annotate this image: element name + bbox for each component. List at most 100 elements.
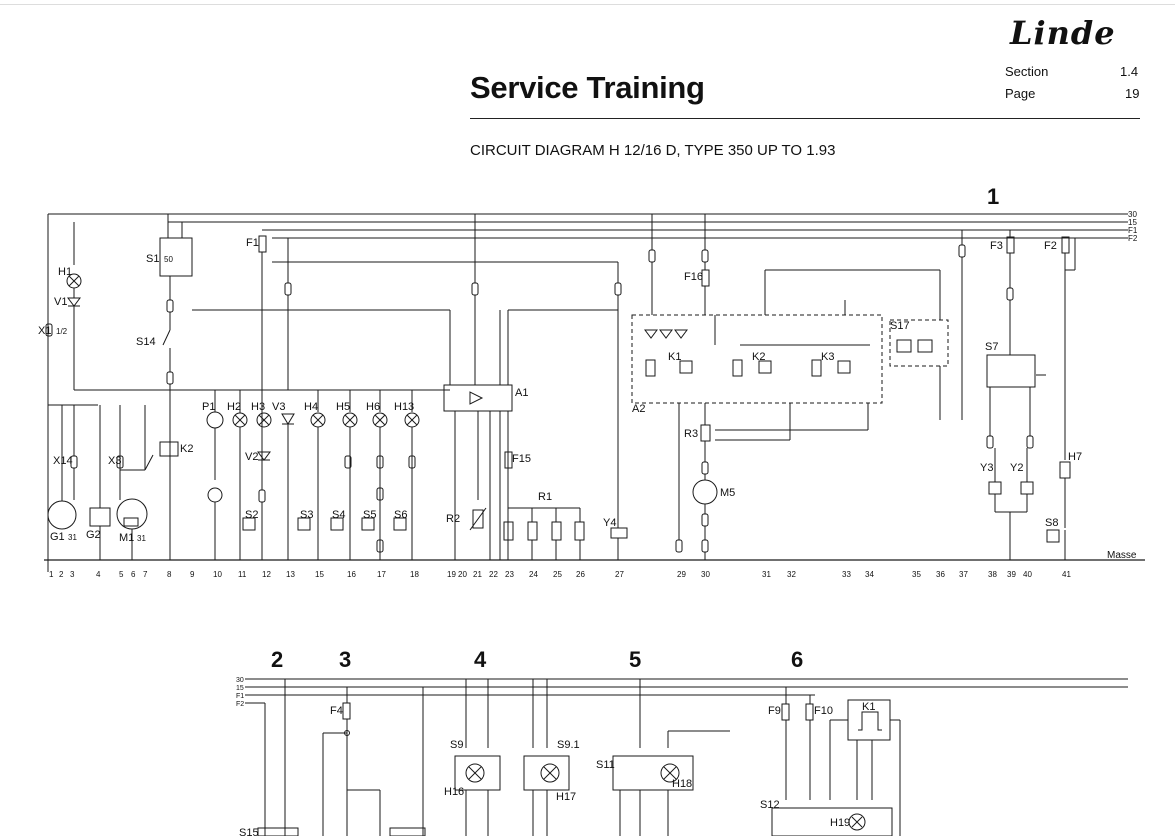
terminal-27: 27 (615, 570, 624, 579)
component-r3: R3 (684, 428, 698, 440)
component-h1: H1 (58, 266, 72, 278)
component-s14: S14 (136, 336, 156, 348)
component-s1-sub: 50 (164, 255, 173, 264)
terminal-17: 17 (377, 570, 386, 579)
component2-s11: S11 (596, 759, 615, 771)
component-f1: F1 (246, 237, 259, 249)
terminal-4: 4 (96, 570, 101, 579)
terminal-41: 41 (1062, 570, 1071, 579)
terminal-37: 37 (959, 570, 968, 579)
component-f15: F15 (512, 453, 531, 465)
brand-logo: Linde (1010, 14, 1116, 52)
component-h4: H4 (304, 401, 318, 413)
terminal-8: 8 (167, 570, 172, 579)
section-label: Section (1005, 64, 1049, 79)
component-x1-sub: 1/2 (56, 327, 68, 336)
component-m5: M5 (720, 487, 735, 499)
terminal-16: 16 (347, 570, 356, 579)
component-y2: Y2 (1010, 462, 1023, 474)
component2-k1: K1 (862, 701, 875, 713)
terminal-31: 31 (762, 570, 771, 579)
component-s5: S5 (363, 509, 376, 521)
terminal-1: 1 (49, 570, 54, 579)
component-s17: S17 (890, 320, 910, 332)
rail2-label-f1: F1 (236, 693, 244, 700)
component-h5: H5 (336, 401, 350, 413)
component2-h16: H16 (444, 786, 464, 798)
component2-h18: H18 (672, 778, 692, 790)
component-g2: G2 (86, 529, 101, 541)
section-marker-2: 2 (271, 647, 283, 672)
component-h13: H13 (394, 401, 414, 413)
component-s7: S7 (985, 341, 998, 353)
page-top-edge (0, 4, 1175, 5)
rail-label-15: 15 (1128, 218, 1137, 227)
ground-label: Masse (1107, 550, 1137, 561)
header-rule (470, 118, 1140, 119)
diagram-subtitle: CIRCUIT DIAGRAM H 12/16 D, TYPE 350 UP T… (470, 142, 836, 159)
component2-f10: F10 (814, 705, 833, 717)
terminal-34: 34 (865, 570, 874, 579)
terminal-30: 30 (701, 570, 710, 579)
component-r2: R2 (446, 513, 460, 525)
component2-f4: F4 (330, 705, 343, 717)
component-h7: H7 (1068, 451, 1082, 463)
component-s1: S1 (146, 253, 159, 265)
component-g1: G1 (50, 531, 65, 543)
component-y3: Y3 (980, 462, 993, 474)
component2-h17: H17 (556, 791, 576, 803)
component-r1: R1 (538, 491, 552, 503)
terminal-15: 15 (315, 570, 324, 579)
component-k1: K1 (668, 351, 681, 363)
component-m1-sub: 31 (137, 534, 146, 543)
component-v1: V1 (54, 296, 67, 308)
component-p1: P1 (202, 401, 215, 413)
component-h6: H6 (366, 401, 380, 413)
component-k2: K2 (752, 351, 765, 363)
component-y4: Y4 (603, 517, 616, 529)
page-title: Service Training (470, 70, 705, 105)
terminal-10: 10 (213, 570, 222, 579)
section-marker-6: 6 (791, 647, 803, 672)
component-h2: H2 (227, 401, 241, 413)
rail2-label-15: 15 (236, 685, 244, 692)
rail2-label-f2: F2 (236, 701, 244, 708)
component-v2: V2 (245, 451, 258, 463)
terminal-39: 39 (1007, 570, 1016, 579)
component-x1: X1 (38, 325, 51, 337)
component-m1: M1 (119, 532, 134, 544)
rail-label-30: 30 (1128, 210, 1137, 219)
terminal-5: 5 (119, 570, 124, 579)
terminal-22: 22 (489, 570, 498, 579)
terminal-21: 21 (473, 570, 482, 579)
section-marker-1: 1 (987, 184, 999, 209)
terminal-33: 33 (842, 570, 851, 579)
terminal-7: 7 (143, 570, 148, 579)
component-s8: S8 (1045, 517, 1058, 529)
component2-f9: F9 (768, 705, 781, 717)
rail2-label-30: 30 (236, 677, 244, 684)
terminal-20: 20 (458, 570, 467, 579)
terminal-19: 19 (447, 570, 456, 579)
component-f3: F3 (990, 240, 1003, 252)
terminal-26: 26 (576, 570, 585, 579)
component-s3: S3 (300, 509, 313, 521)
terminal-38: 38 (988, 570, 997, 579)
terminal-24: 24 (529, 570, 538, 579)
component-h3: H3 (251, 401, 265, 413)
terminal-35: 35 (912, 570, 921, 579)
section-marker-4: 4 (474, 647, 487, 672)
section-marker-3: 3 (339, 647, 351, 672)
terminal-23: 23 (505, 570, 514, 579)
component-a2: A2 (632, 403, 645, 415)
terminal-40: 40 (1023, 570, 1032, 579)
component-s4: S4 (332, 509, 345, 521)
page-label: Page (1005, 86, 1036, 101)
terminal-12: 12 (262, 570, 271, 579)
component-k3: K3 (821, 351, 834, 363)
page-value: 19 (1125, 86, 1140, 101)
component2-h19: H19 (830, 817, 850, 829)
terminal-11: 11 (238, 570, 247, 579)
diagram-wiring (44, 213, 1145, 836)
